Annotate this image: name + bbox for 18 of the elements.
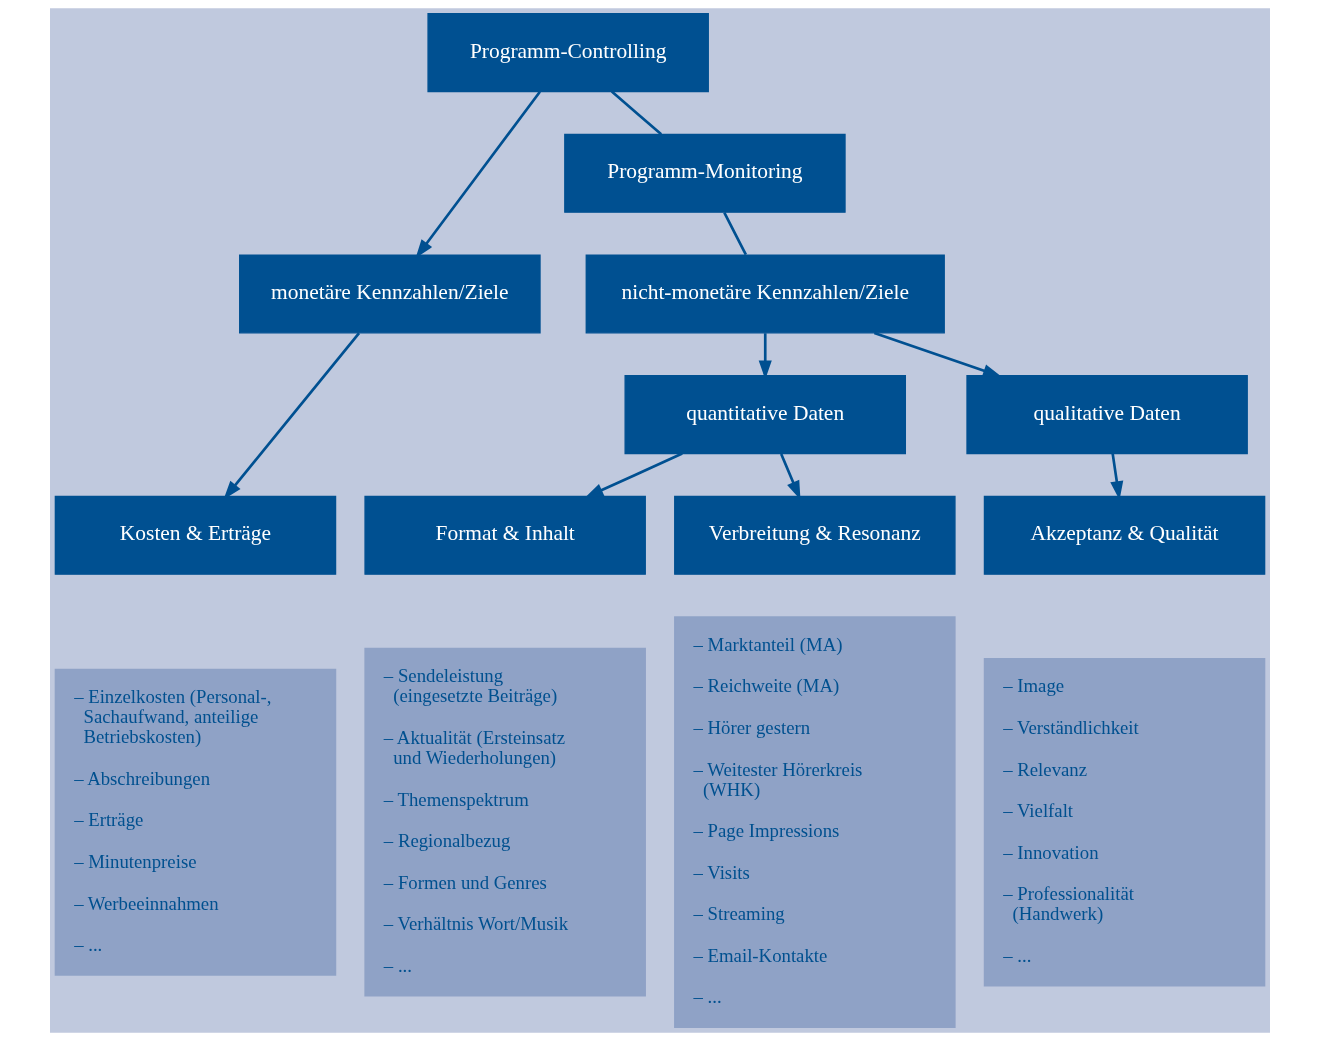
node-box: Format & Inhalt — [363, 495, 646, 575]
node-box: – Marktanteil (MA) – Reichweite (MA) – Hörer gestern – Weitester Hörerkreis (WHK) – Page Impressions – Visits – Streaming – Email-Kontakte – ... — [673, 616, 956, 1028]
connector — [722, 212, 747, 256]
node-box: Programm-Controlling — [426, 13, 709, 93]
node-box: qualitative Daten — [965, 375, 1248, 455]
node-box: Programm-Monitoring — [563, 133, 846, 213]
node-box: Verbreitung & Resonanz — [673, 495, 956, 575]
node-box: monetäre Kennzahlen/Ziele — [238, 254, 541, 334]
connector — [610, 90, 662, 136]
node-box: nicht-monetäre Kennzahlen/Ziele — [585, 254, 945, 334]
node-box: – Sendeleistung (eingesetzte Beiträge) – Aktualität (Ersteinsatz und Wiederholungen) – Themenspektrum – Regionalbezug – Formen und Genres – Verhältnis Wort/Musik – ... — [363, 647, 646, 997]
node-box: Kosten & Erträge — [54, 495, 336, 575]
node-box: quantitative Daten — [623, 375, 906, 455]
node-box: – Einzelkosten (Personal-, Sachaufwand, anteilige Betriebskosten) – Abschreibungen – Erträge – Minutenpreise – Werbeeinnahmen – ... — [54, 668, 336, 976]
node-box: – Image – Verständlichkeit – Relevanz – Vielfalt – Innovation – Professionalität (Handwerk) – ... — [983, 657, 1265, 987]
arrow — [873, 331, 1002, 377]
arrow — [584, 452, 683, 498]
node-box: Akzeptanz & Qualität — [983, 495, 1265, 575]
